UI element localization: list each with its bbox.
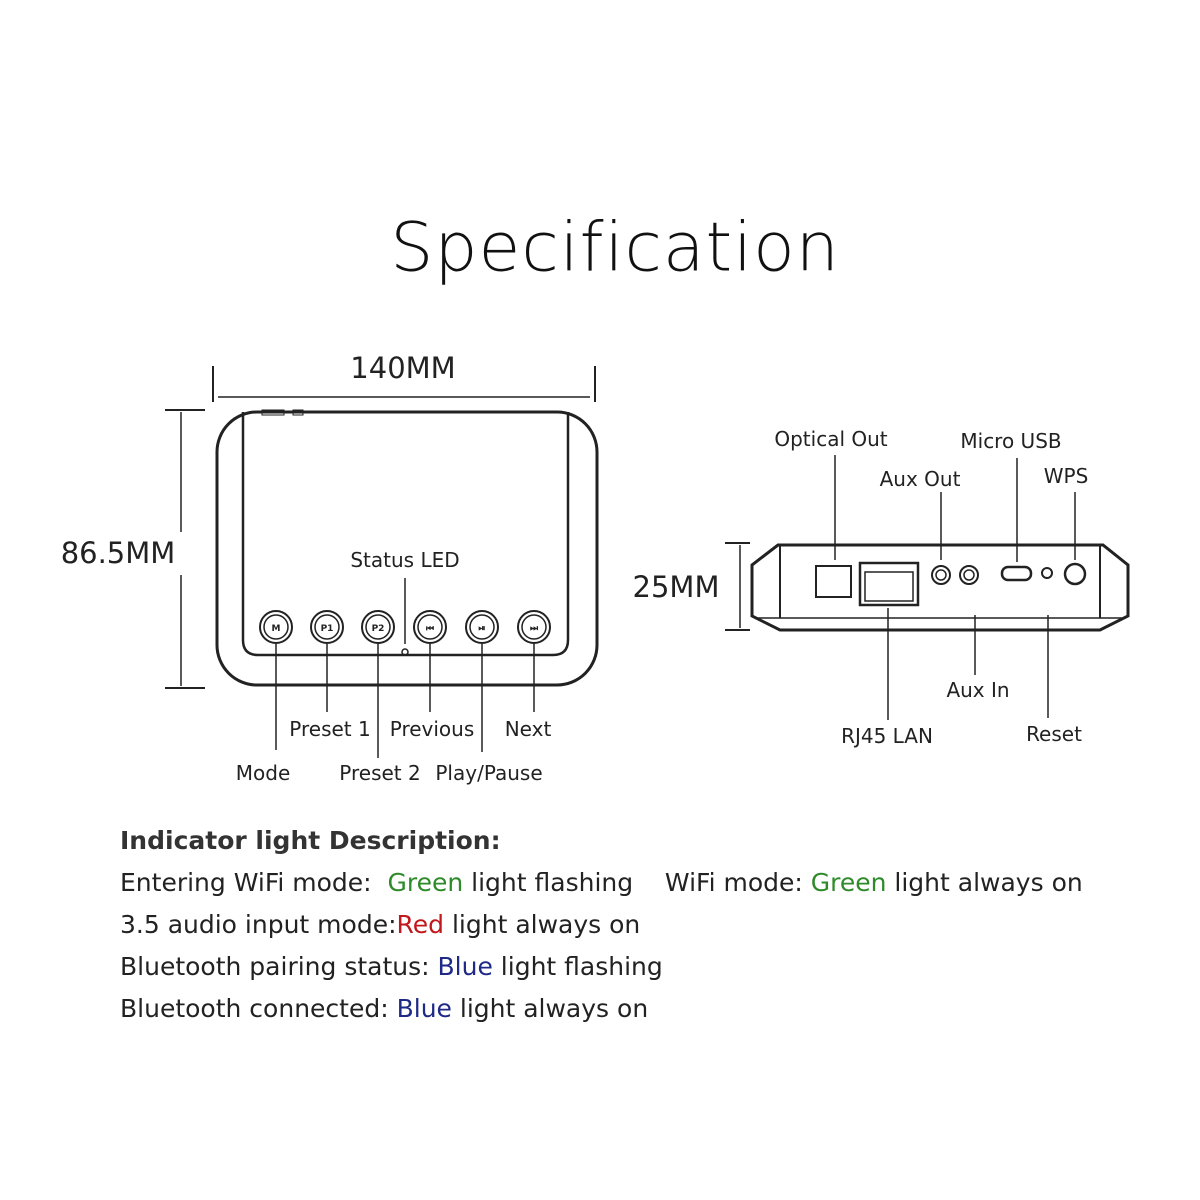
preset-2-button: P2 (361, 610, 395, 644)
mode-button-glyph: M (272, 624, 281, 634)
preset-1-label: Preset 1 (289, 717, 371, 741)
height-dimension (165, 409, 205, 689)
play-pause-label: Play/Pause (435, 761, 543, 785)
blue-word: Blue (396, 994, 452, 1023)
page-title: Specification (390, 208, 840, 288)
rj45-label: RJ45 LAN (841, 724, 933, 748)
status-led (401, 648, 409, 656)
rear-height-dimension (725, 542, 750, 631)
text: light flashing WiFi mode: (463, 868, 811, 897)
width-dimension (212, 366, 596, 402)
aux-in-label: Aux In (946, 678, 1010, 702)
wps-label: WPS (1043, 464, 1089, 488)
status-led-label: Status LED (350, 548, 460, 572)
description-line-1: Entering WiFi mode: Green light flashing… (120, 868, 1083, 897)
text: Bluetooth pairing status: (120, 952, 438, 981)
play-pause-button: ⏯ (465, 610, 499, 644)
aux-out-port (931, 565, 951, 585)
optical-out-port (815, 565, 852, 598)
next-button: ⏭ (517, 610, 551, 644)
rear-leader-lines (834, 455, 1076, 720)
next-label: Next (504, 717, 552, 741)
preset-2-button-glyph: P2 (372, 624, 385, 634)
description-heading: Indicator light Description: (120, 826, 501, 855)
aux-in-port (959, 565, 979, 585)
reset-label: Reset (1026, 722, 1082, 746)
mode-button: M (259, 610, 293, 644)
aux-out-label: Aux Out (879, 467, 961, 491)
front-device (215, 409, 599, 687)
preset-2-label: Preset 2 (339, 761, 421, 785)
front-leader-lines (275, 644, 535, 758)
description-line-2: 3.5 audio input mode:Red light always on (120, 910, 640, 939)
text: Entering WiFi mode: (120, 868, 388, 897)
micro-usb-label: Micro USB (960, 429, 1062, 453)
previous-button-glyph: ⏮ (426, 624, 434, 634)
previous-label: Previous (389, 717, 475, 741)
preset-1-button: P1 (310, 610, 344, 644)
text: light always on (451, 994, 649, 1023)
previous-button: ⏮ (413, 610, 447, 644)
description-line-4: Bluetooth connected: Blue light always o… (120, 994, 648, 1023)
preset-1-button-glyph: P1 (321, 624, 334, 634)
play-pause-button-glyph: ⏯ (478, 624, 485, 634)
mode-label: Mode (235, 761, 291, 785)
rear-device (750, 543, 1130, 632)
red-word: Red (396, 910, 445, 939)
next-button-glyph: ⏭ (530, 624, 539, 634)
front-buttons: M P1 P2 ⏮ ⏯ ⏭ (259, 610, 551, 644)
width-label: 140MM (350, 351, 456, 385)
reset-hole (1041, 567, 1053, 579)
text: 3.5 audio input mode: (120, 910, 397, 939)
text: light always on (444, 910, 641, 939)
text: Bluetooth connected: (120, 994, 397, 1023)
rear-height-label: 25MM (632, 570, 720, 604)
blue-word: Blue (437, 952, 493, 981)
micro-usb-port (1000, 565, 1033, 582)
wps-button (1063, 562, 1087, 586)
green-word: Green (387, 868, 464, 897)
text: light flashing (492, 952, 663, 981)
description-line-3: Bluetooth pairing status: Blue light fla… (120, 952, 663, 981)
optical-out-label: Optical Out (774, 427, 888, 451)
text: light always on (886, 868, 1083, 897)
height-label: 86.5MM (60, 536, 176, 570)
green-word: Green (810, 868, 887, 897)
rj45-port (858, 561, 920, 607)
